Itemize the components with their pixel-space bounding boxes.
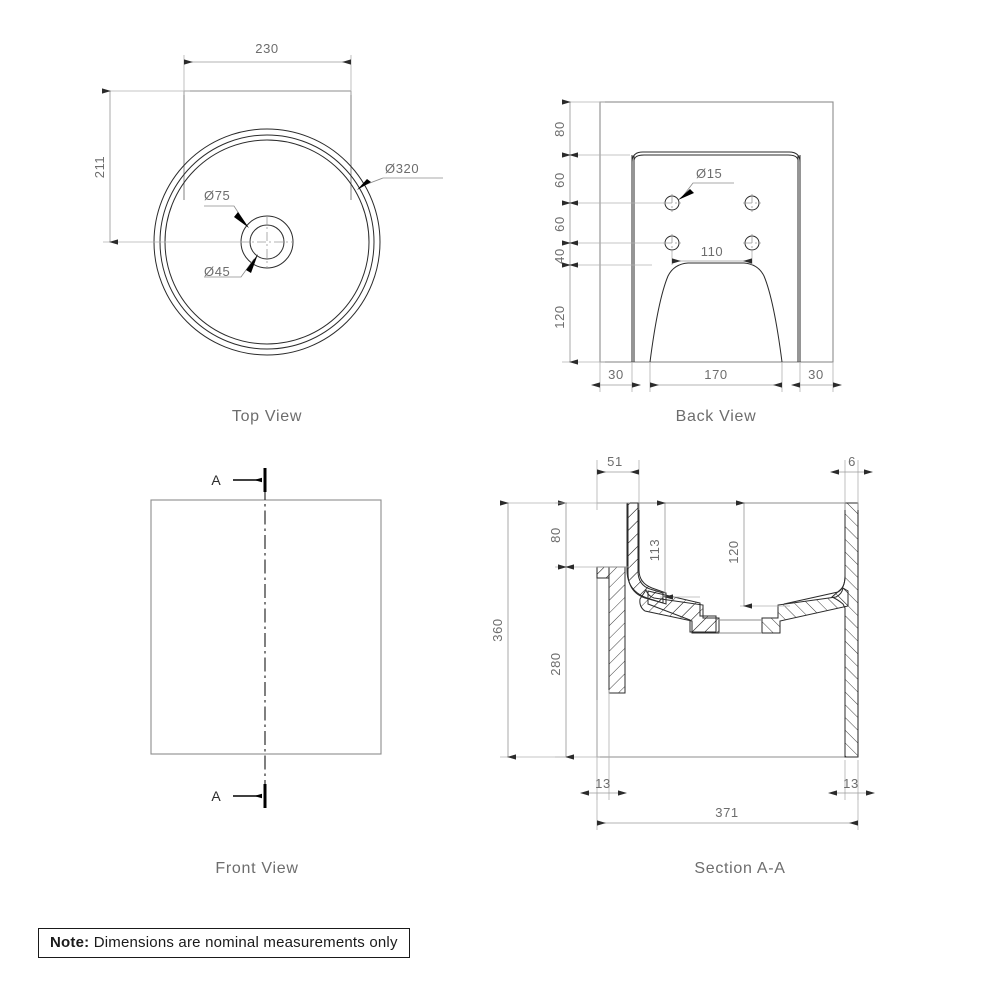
back-shell-outline: [631, 151, 801, 163]
dim-back-h-right-text: 30: [808, 367, 824, 382]
front-outline: [150, 499, 382, 755]
dim-top-width: 230: [183, 41, 352, 95]
dim-back-vertical-stack: 80 60 60 40 120: [552, 99, 666, 365]
dim-back-v1-text: 80: [552, 121, 567, 137]
dim-section-6-text: 6: [848, 454, 856, 469]
dim-back-v4-text: 40: [552, 248, 567, 264]
dim-top-outer-dia: Ø320: [357, 161, 443, 190]
note-text: Dimensions are nominal measurements only: [93, 934, 398, 951]
dim-section-360-text: 360: [490, 618, 505, 642]
dim-back-hole-dia-text: Ø15: [696, 166, 722, 181]
dim-section-51-text: 51: [607, 454, 623, 469]
dim-section-wall-left: 13: [580, 690, 627, 800]
dim-section-371-text: 371: [715, 805, 739, 820]
back-side-bands: [631, 155, 801, 362]
section-mark-bottom-label: A: [211, 788, 221, 804]
dim-section-lower-height: 280: [548, 564, 600, 760]
dim-back-hole-spacing: 110: [671, 244, 753, 265]
dim-top-depth: 211: [92, 88, 245, 245]
dim-top-bore-dia: Ø45: [204, 254, 258, 279]
dim-section-upper-height: 80: [548, 500, 630, 570]
dim-back-v2-text: 60: [552, 172, 567, 188]
view-front: A A Front View: [150, 468, 382, 877]
section-basin-band-left: [639, 588, 720, 634]
dim-top-depth-text: 211: [92, 156, 107, 179]
dim-section-280-text: 280: [548, 652, 563, 676]
note-label: Note:: [50, 934, 90, 951]
dim-section-13-right-text: 13: [843, 776, 859, 791]
section-mark-bottom: A: [211, 784, 267, 808]
back-bowl-silhouette: [649, 262, 783, 363]
hole-bottom-right: [743, 234, 761, 252]
dim-section-wall-right: 13: [828, 760, 875, 800]
hole-top-right: [743, 194, 761, 212]
section-mark-top-label: A: [211, 472, 221, 488]
dim-top-width-text: 230: [255, 41, 279, 56]
dim-top-boss-dia: Ø75: [204, 188, 249, 228]
dim-back-horizontal-stack: 30 170 30: [591, 362, 842, 392]
dim-back-hole-spacing-text: 110: [701, 244, 724, 259]
section-right-wall: [831, 502, 859, 758]
dim-section-inner-depth-right: 120: [726, 500, 790, 609]
section-mark-top: A: [211, 468, 267, 492]
dim-back-hole-dia: Ø15: [678, 166, 734, 200]
view-label-front: Front View: [215, 860, 298, 877]
dim-section-overall-width: 371: [596, 793, 859, 830]
back-plate-outline: [599, 101, 834, 363]
dim-back-h-mid-text: 170: [704, 367, 728, 382]
note-box: Note: Dimensions are nominal measurement…: [38, 928, 410, 958]
view-back: Ø15 110 80: [552, 99, 842, 425]
dim-section-flange-offset: 51: [596, 454, 640, 510]
dim-section-80-text: 80: [548, 527, 563, 543]
dim-section-inner-depth-left: 113: [647, 500, 700, 600]
dim-section-13-left-text: 13: [595, 776, 611, 791]
section-drain-seat: [719, 619, 762, 634]
view-label-back: Back View: [676, 408, 757, 425]
section-left-wall: [596, 566, 626, 694]
dim-section-113-text: 113: [647, 539, 662, 562]
section-right-inner-slope: [783, 575, 846, 605]
dim-back-v3-text: 60: [552, 216, 567, 232]
dim-top-outer-dia-text: Ø320: [385, 161, 419, 176]
view-label-top: Top View: [232, 408, 302, 425]
dim-section-total-height: 360: [490, 500, 566, 760]
dim-section-120-text: 120: [726, 540, 741, 564]
dim-back-v5-text: 120: [552, 305, 567, 329]
view-section-aa: 51 6 80 280: [490, 454, 875, 877]
dim-top-boss-dia-text: Ø75: [204, 188, 230, 203]
view-label-section: Section A-A: [694, 860, 785, 877]
dim-top-bore-dia-text: Ø45: [204, 264, 230, 279]
top-back-plate: [183, 90, 352, 200]
dim-back-h-left-text: 30: [608, 367, 624, 382]
dim-section-rim-thickness: 6: [830, 454, 873, 510]
view-top: 230 211 Ø320 Ø75: [92, 41, 443, 425]
